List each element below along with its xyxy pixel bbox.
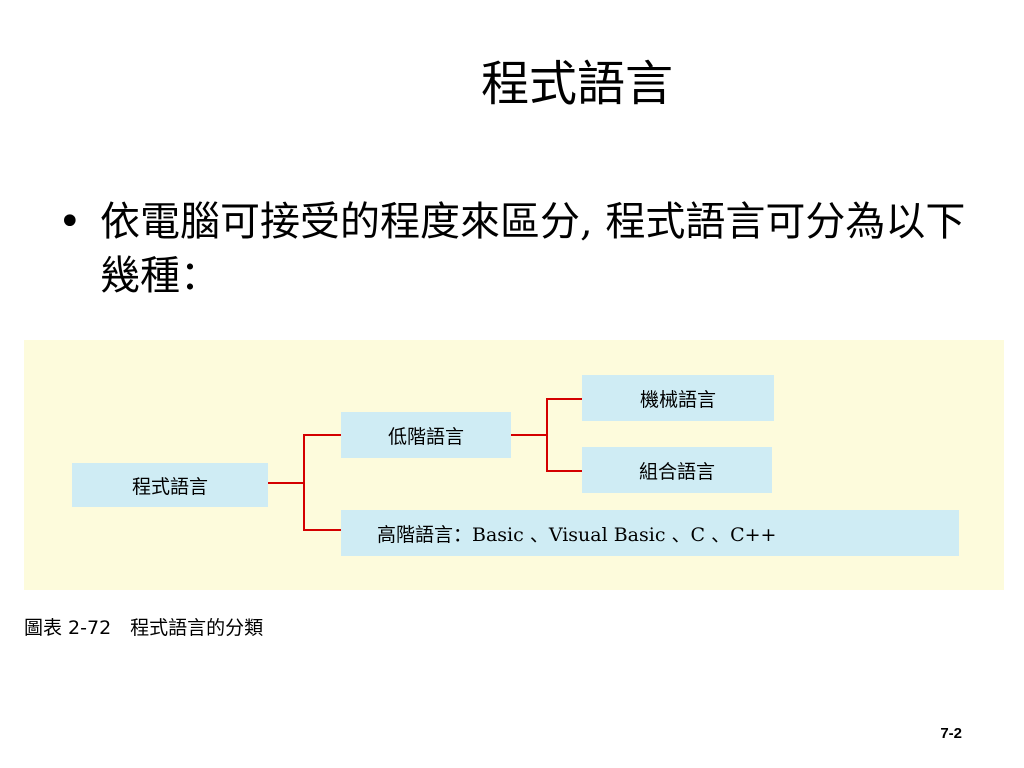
slide-title: 程式語言 (480, 56, 673, 112)
node-assembly-language: 組合語言 (582, 447, 772, 493)
connector-to-assembly (546, 470, 582, 472)
node-machine-language: 機械語言 (582, 375, 774, 421)
connector-to-high-level (303, 529, 341, 531)
figure-caption: 圖表 2-72 程式語言的分類 (24, 617, 264, 639)
bullet-text: 依電腦可接受的程度來區分, 程式語言可分為以下幾種： (100, 199, 966, 299)
connector-low-level-vertical (546, 398, 548, 471)
connector-low-level (511, 434, 547, 436)
connector-to-low-level (303, 434, 341, 436)
high-level-label: 高階語言： (377, 523, 473, 546)
bullet-item: • 依電腦可接受的程度來區分, 程式語言可分為以下幾種： (58, 195, 978, 303)
connector-root (268, 482, 304, 484)
page-number: 7-2 (940, 725, 962, 742)
diagram-panel: 程式語言 低階語言 機械語言 組合語言 高階語言： Basic 、Visual … (24, 340, 1004, 590)
high-level-examples: Basic 、Visual Basic 、C 、C++ (472, 523, 777, 546)
bullet-icon: • (58, 199, 82, 245)
connector-to-machine (546, 398, 582, 400)
node-low-level-language: 低階語言 (341, 412, 511, 458)
node-programming-language: 程式語言 (72, 463, 268, 507)
connector-root-vertical (303, 434, 305, 530)
node-high-level-language: 高階語言： Basic 、Visual Basic 、C 、C++ (341, 510, 959, 556)
